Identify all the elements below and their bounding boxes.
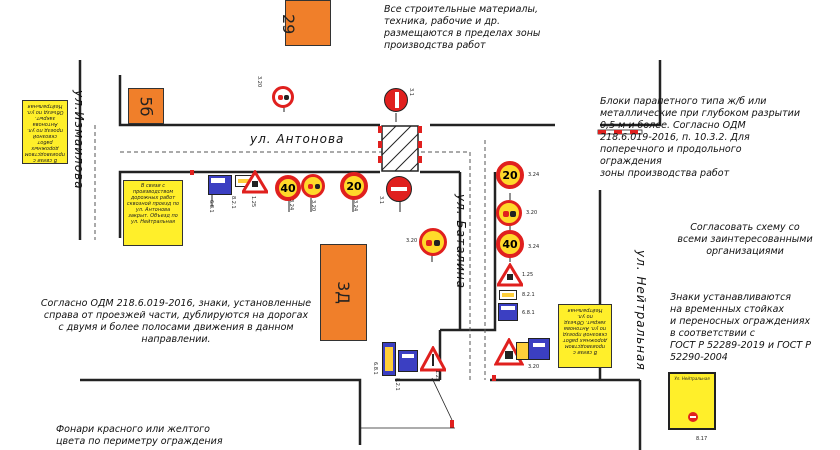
legend-parapet: [597, 129, 643, 135]
building-5b: 5б: [128, 88, 164, 124]
no-overtaking-sign-top: [272, 86, 294, 108]
no-entry-small-icon: [688, 412, 698, 422]
building-5b-label: 5б: [136, 95, 156, 117]
street-izmailova: ул.Измаилова: [72, 90, 86, 190]
code-label: 3.20: [406, 238, 418, 244]
code-label: 8.2.1: [522, 292, 535, 298]
info-box-center: В связи с производством дорожных работ с…: [123, 180, 183, 246]
code-label: 3.1: [378, 196, 384, 204]
roadworks-warning-icon: [497, 263, 523, 287]
street-antonova: ул. Антонова: [250, 132, 345, 146]
building-3d: 3Д: [320, 244, 367, 341]
building-29-label: 29: [278, 13, 298, 34]
speed-limit-40-sign: 40: [275, 175, 301, 201]
info-box-left-text: В связи с производством дорожных работ с…: [24, 103, 65, 163]
no-overtaking-sign: [301, 174, 325, 198]
speed-limit-20-sign-right: 20: [496, 161, 524, 189]
info-box-center-text: В связи с производством дорожных работ с…: [126, 183, 180, 225]
code-label: 3.20: [526, 210, 538, 216]
note-stands: Знаки устанавливаются на временных стойк…: [670, 292, 811, 363]
code-label: 1.25: [522, 272, 534, 278]
code-label: 1.25: [250, 196, 256, 208]
narrowing-warning-icon: [420, 346, 446, 372]
info-box-right-text: В связи с производством дорожных работ с…: [562, 307, 608, 355]
no-overtaking-sign-right: [496, 200, 522, 226]
note-materials: Все строительные материалы, техника, раб…: [384, 4, 541, 51]
no-entry-sign: [386, 176, 412, 202]
code-label: 8.2.1: [394, 378, 400, 391]
road-narrowing-board-sign: [499, 290, 517, 300]
no-overtaking-sign-batalina: [419, 228, 447, 256]
info-box-corner-text: Ул. Нейтральная: [674, 376, 710, 381]
building-3d-label: 3Д: [334, 281, 353, 304]
code-label: 3.1: [408, 88, 414, 96]
work-zone-hatch: [378, 125, 422, 172]
code-label: 3.24: [288, 199, 294, 211]
speed-limit-40-sign-right: 40: [496, 230, 524, 258]
roadworks-warning-icon: [242, 170, 268, 194]
code-label: 8.2.1: [230, 196, 236, 209]
code-label: 3.20: [256, 76, 262, 88]
note-lamps: Фонари красного или желтого цвета по пер…: [56, 424, 223, 447]
note-agreement: Согласовать схему со всеми заинтересован…: [677, 222, 813, 257]
code-label: 6.8.1: [372, 362, 378, 375]
code-label: 3.24: [528, 172, 540, 178]
code-label: 6.8.1: [522, 310, 535, 316]
info-box-corner: Ул. Нейтральная: [668, 372, 716, 430]
no-entry-sign-top: [384, 88, 408, 112]
info-box-left: В связи с производством дорожных работ с…: [22, 100, 68, 164]
info-box-right: В связи с производством дорожных работ с…: [558, 304, 612, 368]
narrowing-board-vertical: [382, 342, 396, 376]
code-label: 8.17: [696, 436, 708, 442]
detour-board-sign: [528, 338, 550, 360]
street-batalina: ул. Баталина: [454, 194, 468, 289]
code-label: 6.8.1: [208, 200, 214, 213]
code-label: 3.20: [528, 364, 540, 370]
street-neitralnaya: ул. Нейтральная: [634, 250, 648, 371]
detour-arrow-sign: [398, 350, 418, 372]
detour-board-sign: [208, 175, 232, 195]
note-odm: Согласно ОДМ 218.6.019-2016, знаки, уста…: [40, 298, 312, 345]
speed-limit-20-sign: 20: [340, 172, 368, 200]
code-label: 1.25: [434, 370, 440, 382]
code-label: 3.24: [352, 200, 358, 212]
code-label: 3.24: [528, 244, 540, 250]
lamps: [190, 170, 496, 428]
note-parapet-blocks: Блоки парапетного типа ж/б или металличе…: [600, 96, 800, 179]
roadworks-warning-icon: [494, 338, 524, 366]
code-label: 3.20: [310, 200, 316, 212]
building-29: 29: [279, 0, 331, 46]
detour-board-sign: [498, 303, 518, 321]
